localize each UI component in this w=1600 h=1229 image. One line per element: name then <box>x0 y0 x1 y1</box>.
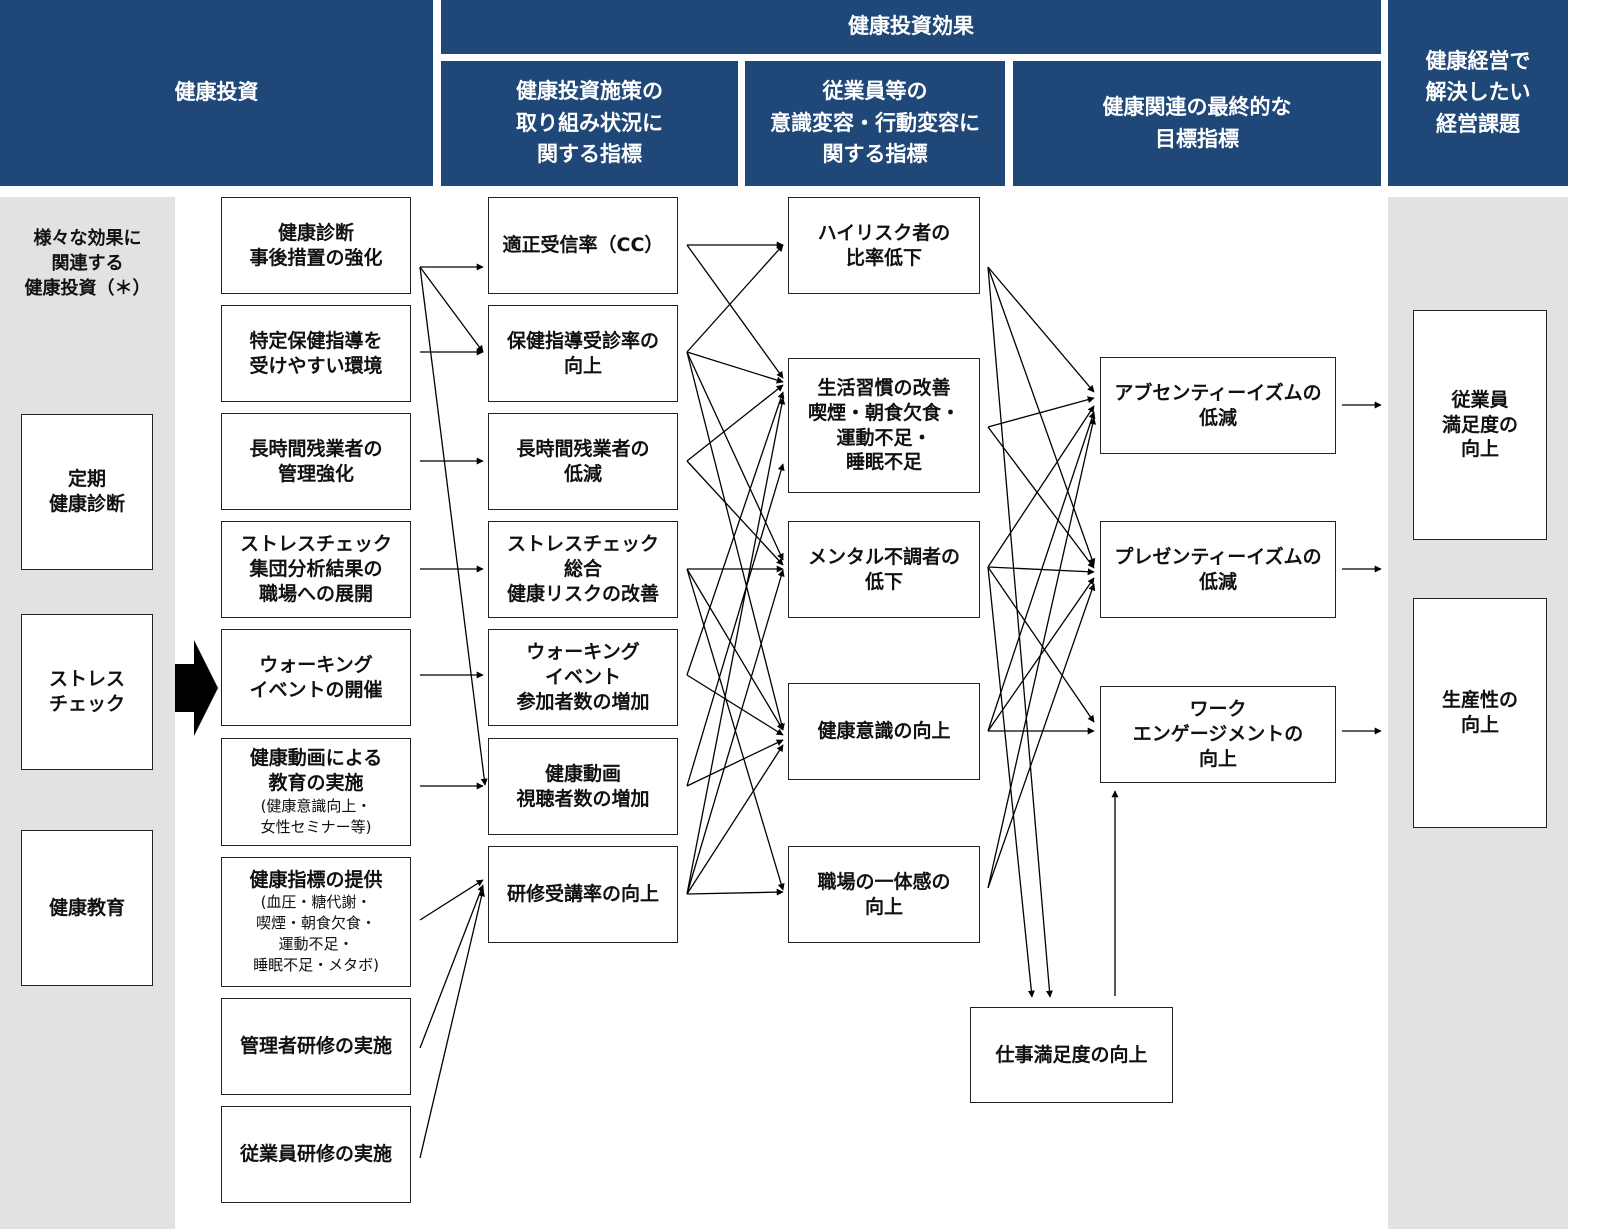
awareness-lifestyle: 生活習慣の改善 喫煙・朝食欠食・ 運動不足・ 睡眠不足 <box>788 358 980 493</box>
final-work-engagement: ワーク エンゲージメントの 向上 <box>1100 686 1336 783</box>
header-awareness-indicators: 従業員等の 意識変容・行動変容に 関する指標 <box>745 61 1005 186</box>
health-education: 健康教育 <box>21 830 153 986</box>
measure-employee-training: 従業員研修の実施 <box>221 1106 411 1203</box>
measure-overtime-management: 長時間残業者の 管理強化 <box>221 413 411 510</box>
measure-checkup-followup: 健康診断 事後措置の強化 <box>221 197 411 294</box>
issue-employee-satisfaction: 従業員 満足度の 向上 <box>1413 310 1547 540</box>
awareness-workplace-unity: 職場の一体感の 向上 <box>788 846 980 943</box>
regular-health-checkup: 定期 健康診断 <box>21 414 153 570</box>
stress-check: ストレス チェック <box>21 614 153 770</box>
measure-manager-training: 管理者研修の実施 <box>221 998 411 1095</box>
measure-health-indicators-sub: (血圧・糖代謝・ 喫煙・朝食欠食・ 運動不足・ 睡眠不足・メタボ) <box>253 893 379 975</box>
measure-health-guidance-env: 特定保健指導を 受けやすい環境 <box>221 305 411 402</box>
indicator-walking-participants: ウォーキング イベント 参加者数の増加 <box>488 629 678 726</box>
header-measure-indicators: 健康投資施策の 取り組み状況に 関する指標 <box>441 61 738 186</box>
measure-health-video-sub: (健康意識向上・ 女性セミナー等) <box>260 796 372 836</box>
indicator-stress-risk: ストレスチェック 総合 健康リスクの改善 <box>488 521 678 618</box>
indicator-training-attendance: 研修受講率の向上 <box>488 846 678 943</box>
related-investment-note: 様々な効果に 関連する 健康投資（＊） <box>24 228 151 300</box>
header-business-issues: 健康経営で 解決したい 経営課題 <box>1388 0 1568 186</box>
indicator-guidance-rate: 保健指導受診率の 向上 <box>488 305 678 402</box>
indicator-proper-consultation-rate: 適正受信率（CC） <box>488 197 678 294</box>
header-final-indicators: 健康関連の最終的な 目標指標 <box>1013 61 1381 186</box>
awareness-health-consciousness: 健康意識の向上 <box>788 683 980 780</box>
measure-health-indicators: 健康指標の提供(血圧・糖代謝・ 喫煙・朝食欠食・ 運動不足・ 睡眠不足・メタボ) <box>221 857 411 987</box>
indicator-video-viewers: 健康動画 視聴者数の増加 <box>488 738 678 835</box>
awareness-mental-health: メンタル不調者の 低下 <box>788 521 980 618</box>
issue-productivity: 生産性の 向上 <box>1413 598 1547 828</box>
final-presenteeism: プレゼンティーイズムの 低減 <box>1100 521 1336 618</box>
big-arrow-icon <box>175 640 218 736</box>
measure-health-video: 健康動画による 教育の実施(健康意識向上・ 女性セミナー等) <box>221 738 411 846</box>
final-absenteeism: アブセンティーイズムの 低減 <box>1100 357 1336 454</box>
job-satisfaction: 仕事満足度の向上 <box>970 1007 1173 1103</box>
awareness-high-risk: ハイリスク者の 比率低下 <box>788 197 980 294</box>
measure-stress-analysis: ストレスチェック 集団分析結果の 職場への展開 <box>221 521 411 618</box>
header-health-investment: 健康投資 <box>0 0 433 186</box>
header-investment-effect: 健康投資効果 <box>441 0 1381 54</box>
indicator-overtime-reduction: 長時間残業者の 低減 <box>488 413 678 510</box>
measure-walking-event: ウォーキング イベントの開催 <box>221 629 411 726</box>
